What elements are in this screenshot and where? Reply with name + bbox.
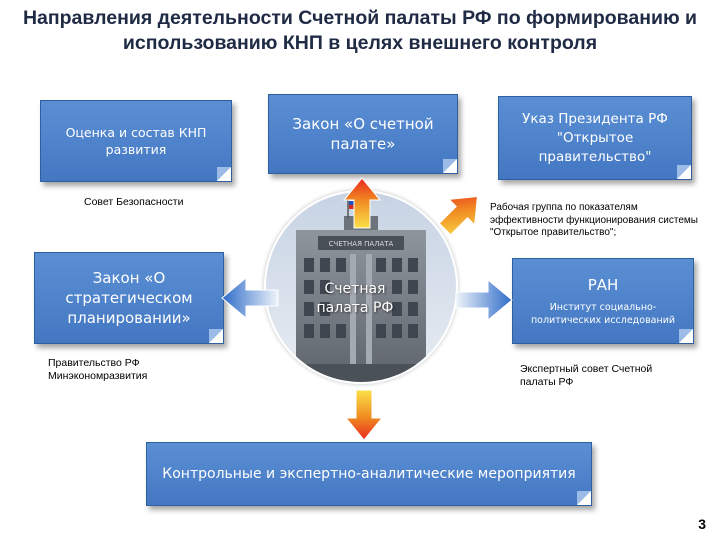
page-fold-icon	[677, 165, 691, 179]
page-title: Направления деятельности Счетной палаты …	[22, 7, 698, 54]
page-fold-icon	[209, 329, 223, 343]
box-law-accounts-chamber-label: Закон «О счетной палате»	[292, 115, 434, 153]
box-ran-sublabel: Институт социально-политических исследов…	[530, 302, 676, 326]
arrow-down-icon	[344, 389, 384, 441]
box-ran: РАН Институт социально-политических иссл…	[512, 258, 694, 344]
page-number: 3	[698, 516, 706, 532]
note-government: Правительство РФ Минэкономразвития	[48, 357, 148, 382]
arrow-right-icon	[455, 278, 513, 322]
box-control-activities: Контрольные и экспертно-аналитические ме…	[146, 442, 592, 506]
arrow-up-right-icon	[438, 195, 479, 236]
note-working-group: Рабочая группа по показателям эффективно…	[490, 202, 698, 238]
page-fold-icon	[443, 159, 457, 173]
arrow-left-icon	[221, 276, 279, 320]
page-fold-icon	[679, 329, 693, 343]
page-fold-icon	[217, 167, 231, 181]
box-knp-assessment-label: Оценка и состав КНП развития	[65, 125, 207, 157]
svg-text:СЧЕТНАЯ ПАЛАТА: СЧЕТНАЯ ПАЛАТА	[329, 240, 394, 248]
note-security-council: Совет Безопасности	[84, 196, 184, 208]
box-control-activities-label: Контрольные и экспертно-аналитические ме…	[162, 466, 576, 482]
center-label: Счетная палата РФ	[316, 281, 394, 316]
box-law-strategic-planning: Закон «О стратегическом планировании»	[34, 252, 224, 344]
box-president-decree: Указ Президента РФ "Открытое правительст…	[498, 96, 692, 180]
box-knp-assessment: Оценка и состав КНП развития	[40, 100, 232, 182]
note-expert-council: Экспертный совет Счетной палаты РФ	[520, 363, 653, 388]
box-law-accounts-chamber: Закон «О счетной палате»	[268, 94, 458, 174]
page-fold-icon	[577, 491, 591, 505]
box-ran-label: РАН	[587, 276, 619, 294]
arrow-up-icon	[342, 177, 382, 229]
box-president-decree-label: Указ Президента РФ "Открытое правительст…	[522, 110, 668, 165]
box-law-strategic-planning-label: Закон «О стратегическом планировании»	[65, 269, 193, 327]
